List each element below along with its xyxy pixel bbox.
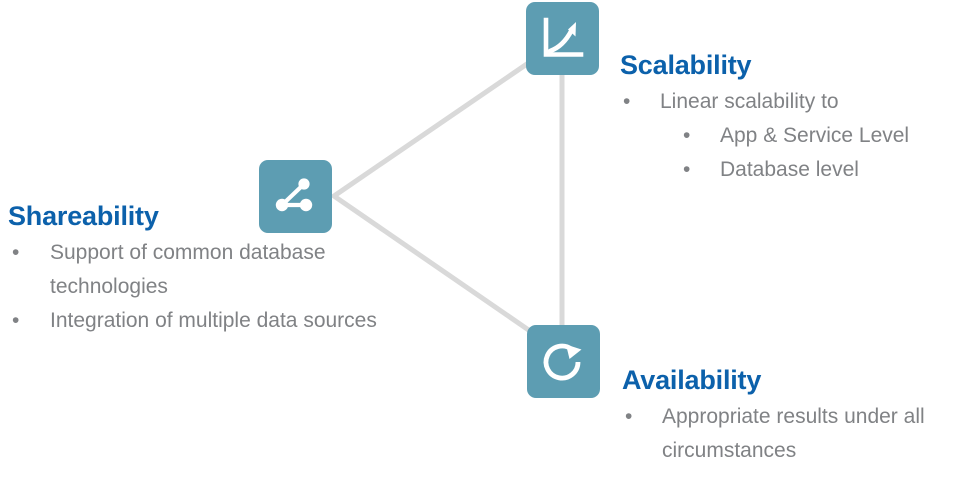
- icon-tile-shareability[interactable]: [259, 160, 332, 233]
- heading-shareability: Shareability: [8, 201, 159, 231]
- heading-availability: Availability: [622, 365, 762, 395]
- list-item-label: App & Service Level: [720, 124, 910, 147]
- bullet-icon: •: [683, 158, 691, 181]
- text-block-scalability: Scalability • Linear scalability to • Ap…: [620, 49, 955, 187]
- list-item: • Support of common database technologie…: [8, 236, 388, 304]
- text-block-shareability: Shareability • Support of common databas…: [8, 200, 388, 338]
- bullet-list-availability: • Appropriate results under all circumst…: [622, 400, 957, 468]
- refresh-circle-arrow-icon: [543, 343, 582, 381]
- bullet-icon: •: [683, 124, 691, 147]
- bullet-icon: •: [12, 241, 20, 264]
- list-item-label: Linear scalability to: [660, 90, 839, 113]
- heading-scalability: Scalability: [620, 50, 752, 80]
- icon-tile-scalability[interactable]: [526, 2, 599, 75]
- growth-chart-arrow-icon: [543, 17, 584, 57]
- list-item: • Linear scalability to: [620, 85, 955, 119]
- text-block-availability: Availability • Appropriate results under…: [622, 364, 957, 468]
- list-item-label: Support of common database technologies: [50, 241, 326, 298]
- list-item: • Database level: [620, 153, 955, 187]
- list-item-label: Appropriate results under all circumstan…: [662, 405, 925, 462]
- list-item-label: Integration of multiple data sources: [50, 309, 377, 332]
- bullet-icon: •: [12, 309, 20, 332]
- list-item-label: Database level: [720, 158, 859, 181]
- list-item: • Integration of multiple data sources: [8, 304, 388, 338]
- share-network-icon: [275, 178, 313, 212]
- bullet-list-scalability: • Linear scalability to • App & Service …: [620, 85, 955, 187]
- icon-tile-availability[interactable]: [527, 325, 600, 398]
- bullet-icon: •: [625, 405, 633, 428]
- bullet-icon: •: [623, 90, 631, 113]
- list-item: • Appropriate results under all circumst…: [622, 400, 957, 468]
- list-item: • App & Service Level: [620, 119, 955, 153]
- bullet-list-shareability: • Support of common database technologie…: [8, 236, 388, 338]
